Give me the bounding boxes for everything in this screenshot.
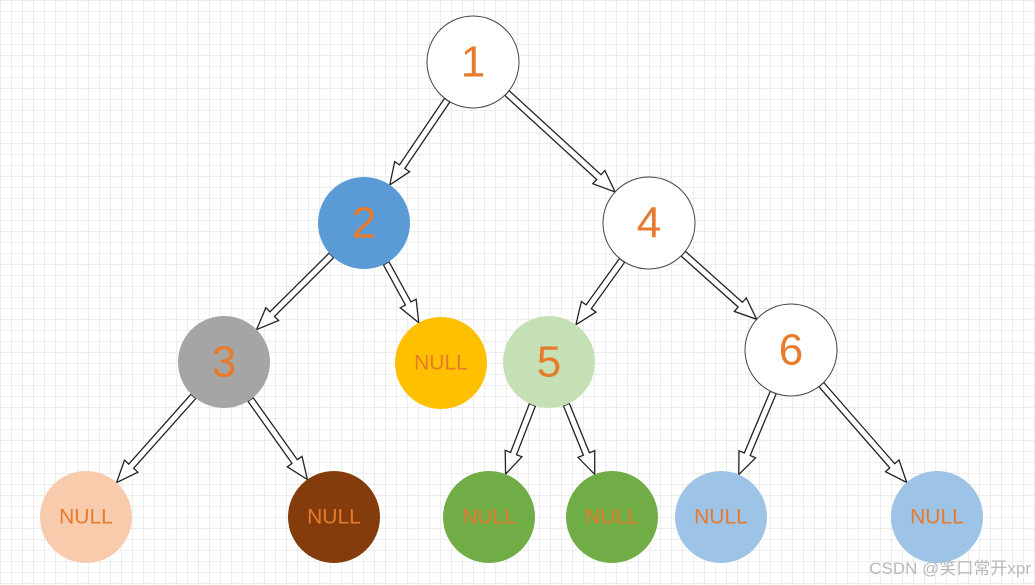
tree-node-n6r: NULL <box>891 471 983 563</box>
tree-node-n2r: NULL <box>395 317 487 409</box>
node-circle <box>675 471 767 563</box>
edge-arrow-n4-n6 <box>680 250 758 321</box>
edge-arrow-n6-n6r <box>817 381 908 484</box>
edges <box>115 89 908 484</box>
tree-node-n4: 4 <box>602 176 696 270</box>
node-label: NULL <box>307 506 361 529</box>
node-circle <box>178 316 270 408</box>
node-label: NULL <box>462 506 516 529</box>
edge-arrow-n5-n5l <box>504 402 537 476</box>
edge-arrow-n3-n3l <box>115 393 197 484</box>
node-circle <box>503 316 595 408</box>
edge-arrow-n5-n5r <box>562 402 596 476</box>
edge-arrow-n4-n5 <box>574 257 626 327</box>
edge-arrow-n2-n2r <box>382 260 420 325</box>
tree-node-n5l: NULL <box>443 471 535 563</box>
tree-node-n3r: NULL <box>288 471 380 563</box>
node-label: NULL <box>414 352 468 375</box>
tree-node-n6: 6 <box>744 303 838 397</box>
node-circle <box>318 177 410 269</box>
tree-node-n6l: NULL <box>675 471 767 563</box>
node-circle <box>744 303 838 397</box>
edge-arrow-n1-n4 <box>503 89 617 194</box>
edge-arrow-n3-n3r <box>247 396 309 481</box>
node-label: NULL <box>585 506 639 529</box>
node-label: 4 <box>637 199 661 248</box>
node-circle <box>566 471 658 563</box>
node-label: NULL <box>694 506 748 529</box>
tree-node-n5r: NULL <box>566 471 658 563</box>
tree-node-n2: 2 <box>318 177 410 269</box>
node-label: 2 <box>352 199 376 248</box>
node-label: 1 <box>461 38 485 87</box>
node-label: NULL <box>910 506 964 529</box>
edge-arrow-n1-n2 <box>388 97 451 187</box>
tree-node-n5: 5 <box>503 316 595 408</box>
node-circle <box>602 176 696 270</box>
node-label: NULL <box>59 506 113 529</box>
node-label: 6 <box>779 326 803 375</box>
tree-node-n3l: NULL <box>40 471 132 563</box>
edge-arrow-n6-n6l <box>738 390 778 477</box>
edge-arrow-n2-n3 <box>255 252 335 331</box>
node-circle <box>40 471 132 563</box>
node-circle <box>395 317 487 409</box>
node-circle <box>443 471 535 563</box>
node-circle <box>891 471 983 563</box>
node-circle <box>288 471 380 563</box>
tree-node-n3: 3 <box>178 316 270 408</box>
node-label: 5 <box>537 338 561 387</box>
node-circle <box>426 15 520 109</box>
watermark-text: CSDN @笑口常开xpr <box>869 559 1031 578</box>
node-label: 3 <box>212 338 236 387</box>
tree-node-n1: 1 <box>426 15 520 109</box>
